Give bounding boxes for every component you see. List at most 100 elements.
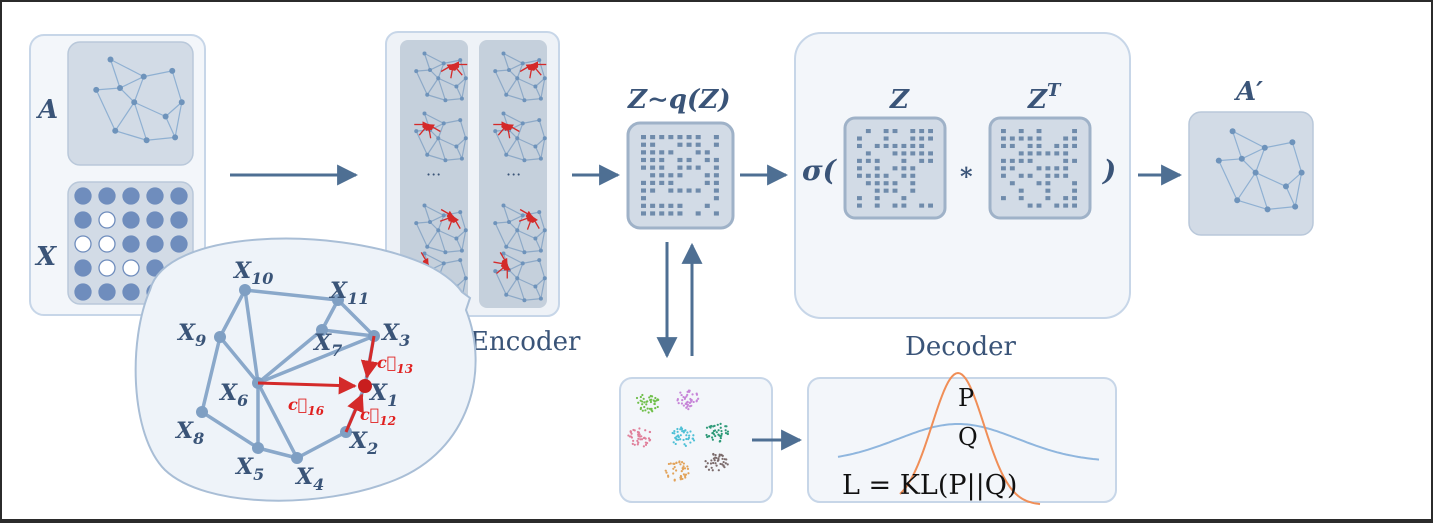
encoder-graph-node xyxy=(507,220,511,224)
encoder-graph-node xyxy=(443,250,448,255)
output-node xyxy=(1289,139,1296,146)
encoder-graph-edge xyxy=(534,286,542,299)
decoder-zt-cell xyxy=(1045,173,1051,178)
encoder-red-arrow xyxy=(452,215,461,229)
latent-cell xyxy=(677,142,683,147)
latent-cell xyxy=(641,203,647,208)
encoder-graph-edge xyxy=(429,62,445,71)
encoder-graph-node xyxy=(542,276,547,281)
cluster-point xyxy=(710,436,714,439)
cluster-point xyxy=(725,458,728,461)
encoder-graph-node xyxy=(537,118,542,123)
cluster-point xyxy=(671,431,674,435)
decoder-z-cell xyxy=(919,143,925,149)
latent-cell xyxy=(695,142,701,147)
decoder-zt-cell xyxy=(1018,188,1024,193)
encoder-graph-node xyxy=(459,156,464,161)
cluster-point xyxy=(679,391,682,394)
decoder-zt-cell xyxy=(1027,173,1033,178)
cluster-point xyxy=(676,434,680,437)
cluster-point xyxy=(688,389,691,392)
adjacency-node xyxy=(117,85,123,91)
decoder-zt-cell xyxy=(1045,166,1051,171)
encoder-graph-edge xyxy=(503,204,524,216)
decoder-z-cell xyxy=(883,181,889,186)
encoder-graph-node xyxy=(522,98,527,103)
encoder-graph-edge xyxy=(516,278,525,301)
latent-cell xyxy=(668,180,674,186)
encoder-graph-edge xyxy=(426,137,439,156)
encoder-graph-edge xyxy=(459,259,467,279)
decoder-zt-cell xyxy=(1027,151,1033,156)
latent-cell xyxy=(641,211,647,216)
encoder-ellipsis-2: ··· xyxy=(506,165,521,184)
cluster-point xyxy=(706,462,709,465)
cluster-point xyxy=(697,397,700,400)
cluster-point xyxy=(721,463,724,466)
decoder-zt-cell xyxy=(1072,158,1077,163)
cluster-point xyxy=(688,434,691,437)
latent-cell xyxy=(641,142,647,147)
feature-cell-filled xyxy=(146,187,164,205)
adjacency-edge xyxy=(143,70,173,78)
encoder-graph-edge xyxy=(456,229,467,239)
label-c16: c⃗16 xyxy=(288,395,325,418)
encoder-graph-node xyxy=(441,213,446,218)
cluster-point xyxy=(646,400,649,403)
latent-cell xyxy=(686,188,692,193)
cluster-point xyxy=(682,473,685,476)
cluster-point xyxy=(674,436,677,439)
encoder-red-arrow xyxy=(439,215,454,222)
output-node xyxy=(1215,157,1222,164)
latent-cell xyxy=(650,211,656,216)
encoder-graph-node xyxy=(459,248,464,253)
latent-cell xyxy=(659,165,665,170)
cluster-point xyxy=(724,425,727,428)
encoder-graph-node xyxy=(458,118,463,123)
decoder-z-cell xyxy=(919,158,925,163)
encoder-graph-node xyxy=(493,129,498,134)
encoder-graph-edge xyxy=(494,222,507,248)
cluster-point xyxy=(691,393,694,396)
cluster-point xyxy=(726,430,730,433)
feature-cell-empty xyxy=(74,235,92,253)
output-edge xyxy=(1285,186,1296,207)
feature-cell-empty xyxy=(98,211,116,229)
encoder-graph-edge xyxy=(445,158,462,161)
adjacency-edge xyxy=(133,102,148,141)
decoder-z-cell xyxy=(892,151,898,156)
decoder-z-cell xyxy=(874,166,880,171)
decoder-z-cell xyxy=(910,129,916,134)
encoder-graph-node xyxy=(533,144,538,149)
decoder-z-cell xyxy=(910,143,916,149)
encoder-graph-edge xyxy=(538,119,546,139)
encoder-graph-node xyxy=(493,221,498,226)
encoder-graph-node xyxy=(501,251,506,256)
encoder-graph-node xyxy=(515,76,520,81)
cluster-points xyxy=(627,389,730,482)
cluster-point xyxy=(691,437,695,440)
encoder-graph-edge xyxy=(438,229,457,240)
decoder-z-cell xyxy=(892,129,898,134)
decoder-zt-cell xyxy=(1054,173,1060,178)
latent-cell xyxy=(695,135,701,140)
encoder-graph-edge xyxy=(508,62,524,71)
cluster-point xyxy=(673,465,676,469)
latent-cell xyxy=(713,142,719,147)
latent-cell xyxy=(704,180,710,186)
latent-cell xyxy=(659,211,665,216)
cluster-point xyxy=(629,431,632,434)
cluster-point xyxy=(683,429,687,432)
cluster-point xyxy=(721,457,724,460)
decoder-zt-cell xyxy=(1018,129,1024,134)
encoder-red-arrow xyxy=(518,215,533,222)
label-x2: X2 xyxy=(348,428,378,458)
decoder-z-cell xyxy=(901,166,907,171)
zoom-edge xyxy=(320,328,376,338)
encoder-graph-edge xyxy=(445,98,462,101)
cluster-point xyxy=(635,396,639,400)
cluster-point xyxy=(705,426,709,429)
decoder-z-cell xyxy=(883,129,889,134)
cluster-point xyxy=(683,397,686,400)
curve-p xyxy=(899,371,1041,506)
